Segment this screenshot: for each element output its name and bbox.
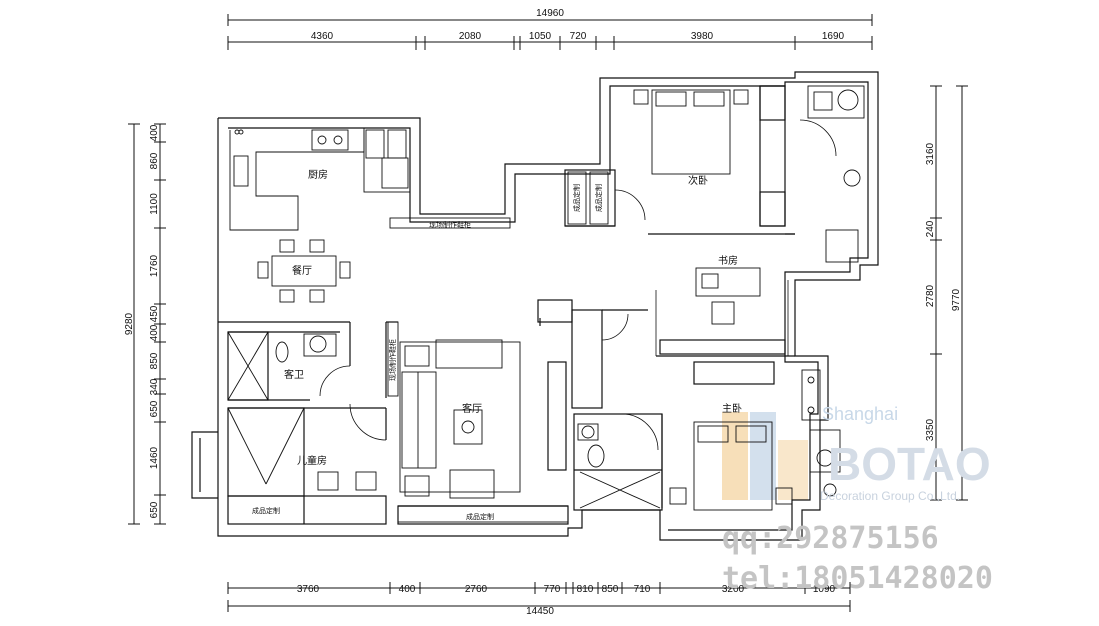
dim-top-2: 2080 <box>459 31 482 42</box>
dim-top-total: 14960 <box>536 8 564 19</box>
dim-left-6: 400 <box>149 324 160 341</box>
dim-right-1: 3160 <box>925 142 936 165</box>
dim-bottom-2: 400 <box>399 584 416 595</box>
dim-left-total: 9280 <box>124 312 135 335</box>
dim-left-5: 450 <box>149 305 160 322</box>
dim-bottom-7: 710 <box>634 584 651 595</box>
dim-left-9: 650 <box>149 400 160 417</box>
dim-left-10: 1460 <box>149 446 160 469</box>
dim-bottom-6: 850 <box>602 584 619 595</box>
dim-bottom-4: 770 <box>544 584 561 595</box>
doors <box>319 119 837 451</box>
top-dimensions <box>227 14 873 50</box>
label-custom-2: 成品定制 <box>594 184 603 212</box>
dim-top-4: 720 <box>570 31 587 42</box>
right-dimensions <box>930 85 968 501</box>
room-kids: 儿童房 <box>297 454 327 467</box>
dim-right-2: 240 <box>925 220 936 237</box>
dim-right-3: 2780 <box>925 284 936 307</box>
dim-bottom-1: 3760 <box>297 584 320 595</box>
dim-bottom-3: 2760 <box>465 584 488 595</box>
dim-left-2: 860 <box>149 152 160 169</box>
dim-bottom-5: 810 <box>577 584 594 595</box>
left-dimensions <box>128 123 166 525</box>
room-second-bedroom: 次卧 <box>688 174 708 187</box>
dim-right-total: 9770 <box>951 288 962 311</box>
dim-top-5: 3980 <box>691 31 714 42</box>
watermark-qq: qq:292875156 <box>722 521 939 556</box>
dim-left-1: 400 <box>149 124 160 141</box>
dim-bottom-8: 3200 <box>722 584 745 595</box>
watermark-subtitle: Decoration Group Co.,Ltd. <box>820 489 960 503</box>
dim-top-6: 1690 <box>822 31 845 42</box>
dim-top-3: 1050 <box>529 31 552 42</box>
bottom-dimensions <box>227 582 851 612</box>
room-dining: 餐厅 <box>292 264 312 277</box>
dim-right-4: 3350 <box>925 418 936 441</box>
room-study: 书房 <box>718 254 738 267</box>
dim-bottom-9: 1090 <box>813 584 836 595</box>
dim-left-3: 1100 <box>149 193 160 215</box>
watermark-city: Shanghai <box>822 404 898 424</box>
watermark-brand: BOTAO <box>828 438 991 490</box>
dim-left-8: 340 <box>149 378 160 395</box>
dim-left-4: 1760 <box>149 254 160 277</box>
label-onsite-cabinet: 现场制作鞋柜 <box>429 220 471 229</box>
room-kitchen: 厨房 <box>308 168 328 181</box>
room-living: 客厅 <box>462 402 482 415</box>
label-onsite-cabinet-living: 现场制作鞋柜 <box>388 339 397 381</box>
room-master-bedroom: 主卧 <box>722 402 742 415</box>
dim-top-1: 4360 <box>311 31 334 42</box>
room-guest-bath: 客卫 <box>284 368 304 381</box>
watermark-tel: tel:18051428020 <box>722 561 993 596</box>
label-custom-tv: 成品定制 <box>466 512 494 521</box>
label-custom-1: 成品定制 <box>572 184 581 212</box>
dim-bottom-total: 14450 <box>526 606 554 617</box>
furniture <box>227 85 865 523</box>
dim-left-11: 650 <box>149 501 160 518</box>
label-custom-kids: 成品定制 <box>252 506 280 515</box>
dim-left-7: 850 <box>149 352 160 369</box>
watermark-logo <box>722 412 808 500</box>
